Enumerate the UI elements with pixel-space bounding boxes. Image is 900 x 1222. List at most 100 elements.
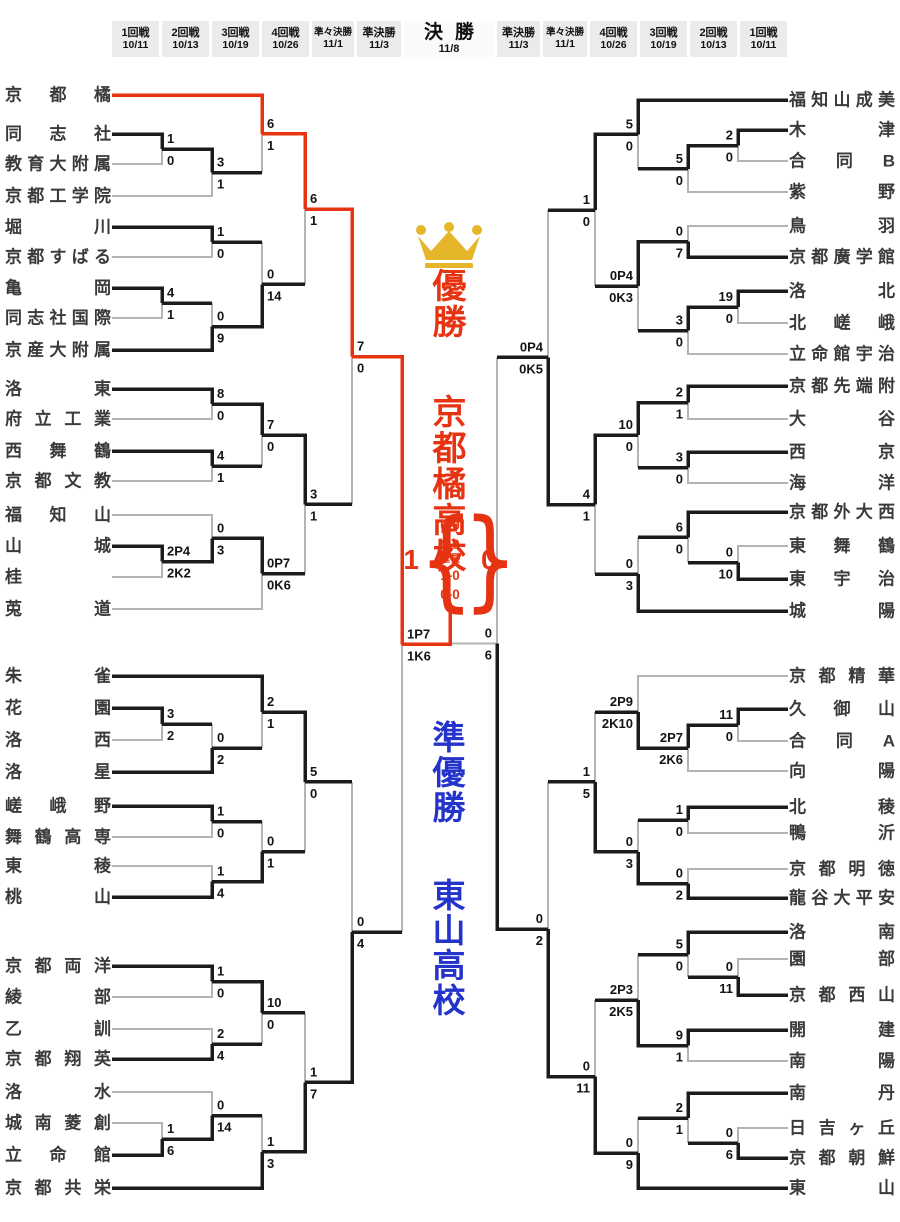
- team-label: 東舞鶴: [789, 536, 895, 556]
- match-score: 1: [167, 131, 174, 146]
- match-score: 1: [267, 1134, 274, 1149]
- match-score: 2: [267, 694, 274, 709]
- match-score: 0: [626, 1135, 633, 1150]
- round-date: 10/19: [650, 39, 677, 52]
- match-score: 3: [217, 155, 224, 170]
- team-label: 京都両洋: [5, 956, 111, 976]
- match-score: 4: [167, 285, 175, 300]
- match-score: 0: [583, 214, 590, 229]
- round-date: 10/11: [122, 39, 149, 52]
- round-label: 2回戦: [171, 27, 200, 40]
- round-label: 1回戦: [749, 27, 778, 40]
- team-label: 京都精華: [789, 666, 895, 686]
- team-label: 洛東: [5, 379, 111, 399]
- match-score: 1: [217, 804, 224, 819]
- match-score: 1: [310, 213, 317, 228]
- match-score: 1: [217, 964, 224, 979]
- team-label: 京都先端附: [789, 376, 895, 396]
- team-label: 京都翔英: [5, 1049, 111, 1069]
- match-score: 2K10: [602, 716, 633, 731]
- team-label: 花園: [5, 698, 111, 718]
- match-score: 0: [485, 625, 492, 640]
- match-score: 6: [267, 116, 274, 131]
- match-score: 6: [726, 1147, 733, 1162]
- team-label: 城南菱創: [5, 1113, 111, 1133]
- team-label: 堀川: [5, 217, 111, 237]
- team-label: 京都文教: [5, 471, 111, 491]
- team-label: 海洋: [789, 473, 895, 493]
- match-score: 14: [217, 1120, 232, 1135]
- team-label: 京都工学院: [5, 186, 111, 206]
- match-score: 6: [167, 1143, 174, 1158]
- match-score: 0: [357, 914, 364, 929]
- round-label: 4回戦: [271, 27, 300, 40]
- match-score: 2K5: [609, 1004, 633, 1019]
- team-label: 東山: [789, 1178, 895, 1198]
- team-label: 福知山: [5, 505, 111, 525]
- match-score: 1: [217, 864, 224, 879]
- team-label: 京都廣学館: [789, 247, 895, 267]
- team-label: 開建: [789, 1020, 895, 1040]
- round-date: 10/13: [172, 39, 199, 52]
- match-score: 0: [626, 439, 633, 454]
- match-score: 0: [626, 138, 633, 153]
- match-score: 2P3: [610, 982, 633, 997]
- team-label: 西京: [789, 442, 895, 462]
- team-label: 龍谷大平安: [789, 888, 895, 908]
- round-label: 2回戦: [699, 27, 728, 40]
- team-label: 東稜: [5, 856, 111, 876]
- match-score: 0: [626, 556, 633, 571]
- match-score: 6: [676, 519, 683, 534]
- team-label: 洛西: [5, 730, 111, 750]
- match-score: 0: [726, 729, 733, 744]
- team-label: 京都すばる: [5, 247, 111, 267]
- team-label: 鳥羽: [789, 216, 895, 236]
- match-score: 1: [267, 716, 274, 731]
- crown-icon: [416, 222, 482, 268]
- match-score: 2: [676, 1100, 683, 1115]
- match-score: 0: [267, 266, 274, 281]
- match-score: 0: [357, 361, 364, 376]
- match-score: 0: [167, 153, 174, 168]
- match-score: 2: [536, 933, 543, 948]
- champion-name: 京都橘高校: [427, 394, 465, 574]
- match-score: 3: [676, 450, 683, 465]
- team-label: 南丹: [789, 1083, 895, 1103]
- champion-title: 優勝: [427, 268, 465, 340]
- round-date: 10/11: [750, 39, 777, 52]
- match-score: 1: [167, 307, 174, 322]
- round-date: 10/26: [272, 39, 299, 52]
- match-score: 0: [676, 959, 683, 974]
- match-score: 0: [726, 959, 733, 974]
- match-score: 0P4: [610, 268, 634, 283]
- match-score: 1: [583, 764, 590, 779]
- match-score: 2P7: [660, 730, 683, 745]
- match-score: 7: [357, 339, 364, 354]
- match-score: 2: [676, 888, 683, 903]
- match-score: 0: [310, 786, 317, 801]
- match-score: 3: [267, 1156, 274, 1171]
- team-label: 北稜: [789, 797, 895, 817]
- match-score: 0: [676, 541, 683, 556]
- round-label: 準決勝: [362, 27, 396, 40]
- team-label: 南陽: [789, 1051, 895, 1071]
- close-brace: }: [463, 496, 518, 624]
- match-score: 4: [217, 1048, 225, 1063]
- team-label: 東宇治: [789, 569, 895, 589]
- match-score: 11: [719, 707, 733, 722]
- match-score: 1K6: [407, 648, 431, 663]
- team-label: 府立工業: [5, 409, 111, 429]
- final-score-right: 0: [481, 544, 497, 575]
- match-score: 0: [726, 545, 733, 560]
- team-label: 同志社: [5, 124, 111, 144]
- period-score: 1-0: [440, 567, 460, 583]
- match-score: 1: [217, 470, 224, 485]
- match-score: 0: [267, 1017, 274, 1032]
- team-label: 山城: [5, 536, 111, 556]
